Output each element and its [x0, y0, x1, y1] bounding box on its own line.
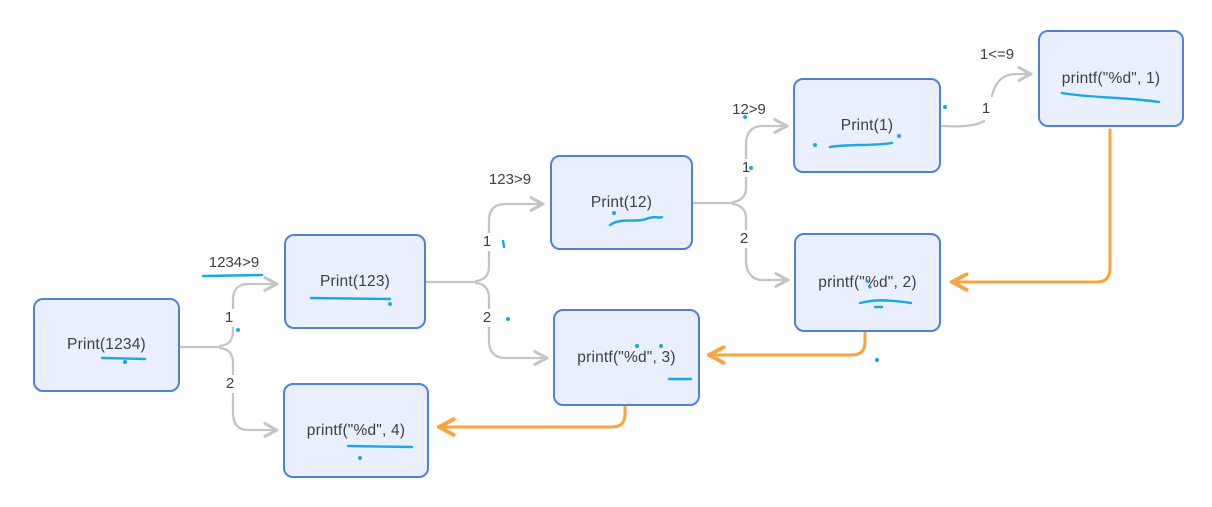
node-print-1[interactable]: Print(1) [793, 78, 941, 173]
edge-print123-to-print12 [474, 204, 543, 283]
edge-print123-to-printf3 [474, 281, 547, 358]
edge-stem-print1 [939, 119, 986, 128]
edge-label-cond-12gt9: 12>9 [729, 101, 769, 119]
node-printf-1[interactable]: printf("%d", 1) [1038, 30, 1184, 127]
edge-label-branch-2: 2 [222, 375, 238, 393]
edge-label-branch-2: 2 [479, 309, 495, 327]
edge-label-cond-1le9: 1<=9 [976, 46, 1018, 64]
edge-label-branch-1: 1 [978, 100, 994, 118]
node-printf-3[interactable]: printf("%d", 3) [553, 309, 700, 406]
node-print-123[interactable]: Print(123) [284, 234, 426, 329]
node-label: Print(123) [319, 272, 391, 290]
node-printf-2[interactable]: printf("%d", 2) [794, 233, 941, 332]
node-print-12[interactable]: Print(12) [550, 155, 693, 250]
node-label: Print(12) [590, 193, 653, 211]
edge-label-branch-1: 1 [479, 233, 495, 251]
edge-label-cond-1234gt9: 1234>9 [205, 254, 263, 272]
edge-label-branch-1: 1 [221, 309, 237, 327]
edge-print1234-to-print123 [218, 284, 277, 348]
return-printf2-to-printf3 [709, 331, 867, 355]
node-label: Print(1) [840, 116, 894, 134]
edge-print12-to-printf2 [731, 202, 788, 280]
edge-print1-to-printf1 [990, 74, 1031, 98]
node-label: printf("%d", 3) [577, 348, 676, 366]
edge-print1234-to-printf4 [218, 346, 277, 430]
edge-label-cond-123gt9: 123>9 [485, 171, 535, 189]
edge-print12-to-print1 [731, 126, 787, 204]
node-printf-4[interactable]: printf("%d", 4) [283, 383, 429, 478]
node-label: printf("%d", 1) [1061, 69, 1161, 87]
node-label: printf("%d", 2) [818, 273, 917, 291]
node-label: printf("%d", 4) [306, 421, 406, 439]
edge-label-branch-2: 2 [736, 230, 752, 248]
node-print-1234[interactable]: Print(1234) [33, 298, 180, 392]
orange-return-edges [439, 128, 1112, 427]
edge-label-branch-1: 1 [738, 159, 754, 177]
gray-call-edges [178, 74, 1031, 430]
return-printf1-to-printf2 [952, 128, 1112, 282]
node-label: Print(1234) [67, 336, 146, 353]
return-printf3-to-printf4 [439, 405, 627, 427]
